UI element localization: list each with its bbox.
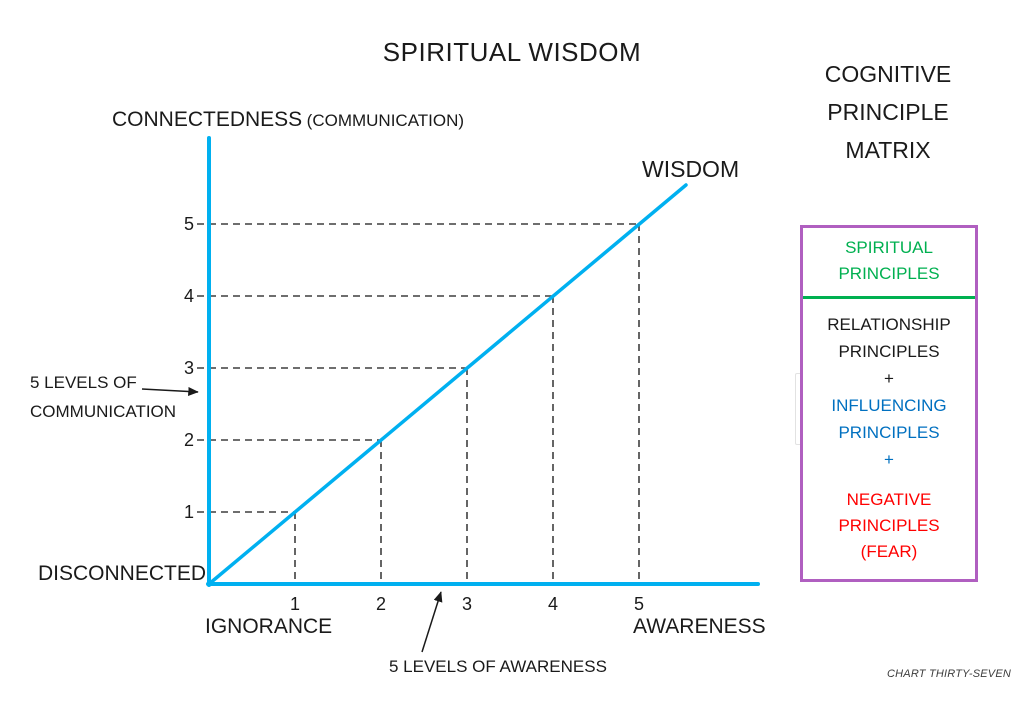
communication-annotation: 5 LEVELS OF COMMUNICATION bbox=[30, 368, 176, 426]
origin-label: DISCONNECTED bbox=[38, 562, 207, 585]
x-tick-4: 4 bbox=[547, 594, 558, 614]
y-tick-4: 4 bbox=[183, 286, 194, 306]
page-title: SPIRITUAL WISDOM bbox=[382, 37, 642, 67]
wisdom-diagonal-line bbox=[207, 183, 688, 586]
y-tick-1: 1 bbox=[183, 502, 194, 522]
relationship-plus-sign: + bbox=[884, 369, 894, 388]
communication-arrow bbox=[141, 386, 199, 396]
awareness-arrow bbox=[421, 591, 443, 653]
influencing-plus-sign: + bbox=[884, 450, 894, 469]
principle-matrix-box: SPIRITUAL PRINCIPLES RELATIONSHIP PRINCI… bbox=[800, 225, 978, 582]
negative-principles-section: NEGATIVE PRINCIPLES (FEAR) bbox=[803, 473, 975, 565]
x-tick-1: 1 bbox=[289, 594, 300, 614]
axes-and-wisdom-line bbox=[206, 136, 760, 587]
cpm-heading-line2: PRINCIPLE bbox=[827, 99, 949, 125]
x-axis-label-right: AWARENESS bbox=[633, 615, 766, 638]
communication-annotation-line2: COMMUNICATION bbox=[30, 402, 177, 421]
influencing-principles-section: INFLUENCING PRINCIPLES + bbox=[803, 392, 975, 473]
influencing-principles-line2: PRINCIPLES bbox=[838, 423, 940, 442]
chart-number-note: CHART THIRTY-SEVEN bbox=[887, 668, 1012, 680]
y-tick-5: 5 bbox=[183, 214, 194, 234]
negative-principles-line2: PRINCIPLES bbox=[838, 516, 940, 535]
x-tick-2: 2 bbox=[375, 594, 386, 614]
spiritual-principles-line1: SPIRITUAL bbox=[845, 238, 933, 257]
relationship-principles-line2: PRINCIPLES bbox=[838, 342, 940, 361]
spiritual-principles-section: SPIRITUAL PRINCIPLES bbox=[803, 228, 975, 287]
y-axis-label-sub: (COMMUNICATION) bbox=[306, 111, 465, 130]
relationship-principles-line1: RELATIONSHIP bbox=[827, 315, 951, 334]
x-tick-5: 5 bbox=[633, 594, 644, 614]
cpm-heading-line1: COGNITIVE bbox=[824, 61, 952, 87]
dashed-guide-lines bbox=[197, 223, 640, 584]
green-divider-line bbox=[803, 296, 975, 299]
x-tick-3: 3 bbox=[461, 594, 472, 614]
cpm-heading-line3: MATRIX bbox=[845, 137, 931, 163]
x-axis-label-left: IGNORANCE bbox=[205, 615, 333, 638]
cognitive-principle-matrix-heading: COGNITIVE PRINCIPLE MATRIX bbox=[798, 55, 978, 169]
negative-principles-line3: (FEAR) bbox=[860, 542, 918, 561]
spiritual-principles-line2: PRINCIPLES bbox=[838, 264, 940, 283]
y-tick-2: 2 bbox=[183, 430, 194, 450]
annotation-arrows bbox=[141, 386, 443, 653]
wisdom-line-label: WISDOM bbox=[642, 156, 740, 182]
y-axis-label: CONNECTEDNESS (COMMUNICATION) bbox=[112, 108, 464, 132]
awareness-annotation: 5 LEVELS OF AWARENESS bbox=[389, 657, 607, 676]
relationship-principles-section: RELATIONSHIP PRINCIPLES + bbox=[803, 299, 975, 392]
influencing-principles-line1: INFLUENCING bbox=[831, 396, 947, 415]
y-tick-3: 3 bbox=[183, 358, 194, 378]
y-axis-label-main: CONNECTEDNESS bbox=[112, 108, 303, 131]
communication-annotation-line1: 5 LEVELS OF bbox=[30, 373, 137, 392]
negative-principles-line1: NEGATIVE bbox=[846, 490, 932, 509]
